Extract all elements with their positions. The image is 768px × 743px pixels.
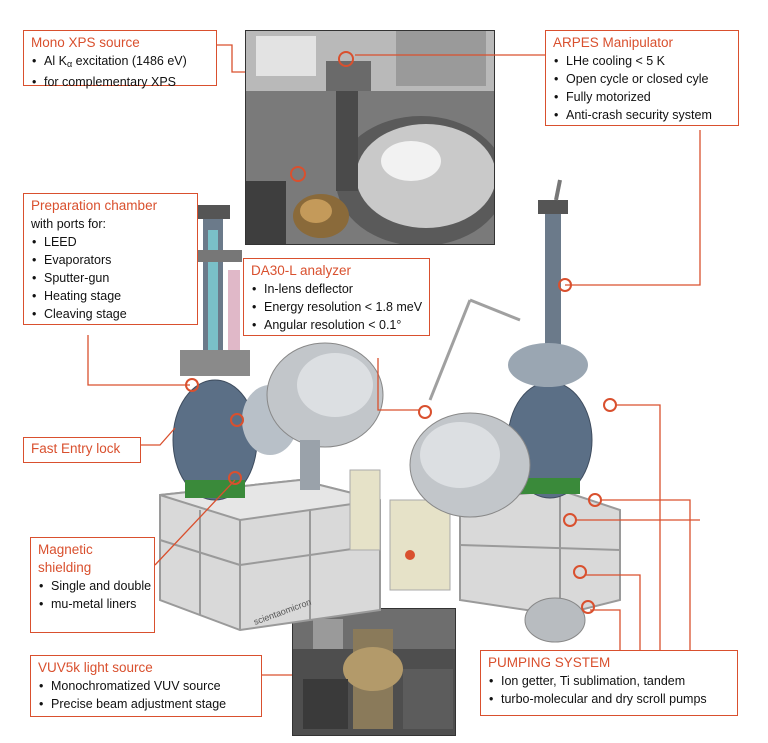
line-pump-4 xyxy=(585,574,641,650)
marker-pump-2 xyxy=(588,493,602,507)
callout-da30-item: In-lens deflector xyxy=(251,280,423,298)
callout-mono-xps-title: Mono XPS source xyxy=(31,35,140,50)
callout-vuv-title: VUV5k light source xyxy=(38,660,153,675)
lab-photo-illustration xyxy=(246,31,494,244)
line-mono-xps xyxy=(215,44,245,73)
callout-prep: Preparation chamber with ports for: LEED… xyxy=(23,193,198,325)
callout-pumping-item: turbo-molecular and dry scroll pumps xyxy=(488,690,731,708)
callout-arpes-item: Anti-crash security system xyxy=(553,106,732,124)
vuv-photo-illustration xyxy=(293,609,455,735)
marker-pump-5 xyxy=(581,600,595,614)
callout-magnetic-title-2: shielding xyxy=(38,560,92,575)
callout-prep-item: LEED xyxy=(31,233,191,251)
line-pump-1 xyxy=(615,404,661,650)
callout-vuv-item: Monochromatized VUV source xyxy=(38,677,255,695)
callout-prep-subtitle: with ports for: xyxy=(31,217,107,231)
callout-pumping: PUMPING SYSTEM Ion getter, Ti sublimatio… xyxy=(480,650,738,716)
photo-vuv-source xyxy=(292,608,456,736)
callout-magnetic-item: Single and double xyxy=(38,577,151,595)
callout-mono-xps-item: Al Kα excitation (1486 eV) xyxy=(31,52,210,73)
marker-pump-3 xyxy=(563,513,577,527)
line-pump-2 xyxy=(600,499,691,650)
line-fast-entry xyxy=(140,427,176,446)
callout-prep-item: Cleaving stage xyxy=(31,305,191,323)
callout-da30-item: Angular resolution < 0.1° xyxy=(251,316,423,334)
callout-prep-item: Heating stage xyxy=(31,287,191,305)
callout-pumping-item: Ion getter, Ti sublimation, tandem xyxy=(488,672,731,690)
callout-da30: DA30-L analyzer In-lens deflector Energy… xyxy=(243,258,430,336)
callout-mono-xps: Mono XPS source Al Kα excitation (1486 e… xyxy=(23,30,217,91)
callout-fast-entry: Fast Entry lock xyxy=(23,437,141,463)
marker-pump-1 xyxy=(603,398,617,412)
callout-prep-item: Sputter-gun xyxy=(31,269,191,287)
callout-mono-xps-item: for complementary XPS xyxy=(31,73,210,91)
photo-analyzer-lab xyxy=(245,30,495,245)
callout-da30-title: DA30-L analyzer xyxy=(251,263,352,278)
line-da30 xyxy=(377,358,420,411)
marker-arpes xyxy=(558,278,572,292)
line-prep xyxy=(87,335,190,386)
callout-arpes-title: ARPES Manipulator xyxy=(553,35,674,50)
callout-prep-title: Preparation chamber xyxy=(31,198,158,213)
callout-arpes: ARPES Manipulator LHe cooling < 5 K Open… xyxy=(545,30,739,126)
marker-da30 xyxy=(418,405,432,419)
callout-arpes-item: Fully motorized xyxy=(553,88,732,106)
callout-vuv: VUV5k light source Monochromatized VUV s… xyxy=(30,655,262,717)
callout-fast-entry-title: Fast Entry lock xyxy=(31,441,121,456)
callout-magnetic: Magnetic shielding Single and double mu-… xyxy=(30,537,155,633)
callout-magnetic-title-1: Magnetic xyxy=(38,542,93,557)
marker-prep xyxy=(185,378,199,392)
line-magnetic xyxy=(154,479,236,566)
callout-vuv-item: Precise beam adjustment stage xyxy=(38,695,255,713)
line-arpes-right xyxy=(565,130,701,286)
callout-pumping-title: PUMPING SYSTEM xyxy=(488,655,611,670)
callout-da30-item: Energy resolution < 1.8 meV xyxy=(251,298,423,316)
marker-pump-4 xyxy=(573,565,587,579)
callout-arpes-item: LHe cooling < 5 K xyxy=(553,52,732,70)
callout-arpes-item: Open cycle or closed cyle xyxy=(553,70,732,88)
marker-magnetic xyxy=(228,471,242,485)
callout-magnetic-item: mu-metal liners xyxy=(38,595,148,613)
marker-fast-entry xyxy=(230,413,244,427)
callout-prep-item: Evaporators xyxy=(31,251,191,269)
line-pump-5 xyxy=(590,609,621,650)
